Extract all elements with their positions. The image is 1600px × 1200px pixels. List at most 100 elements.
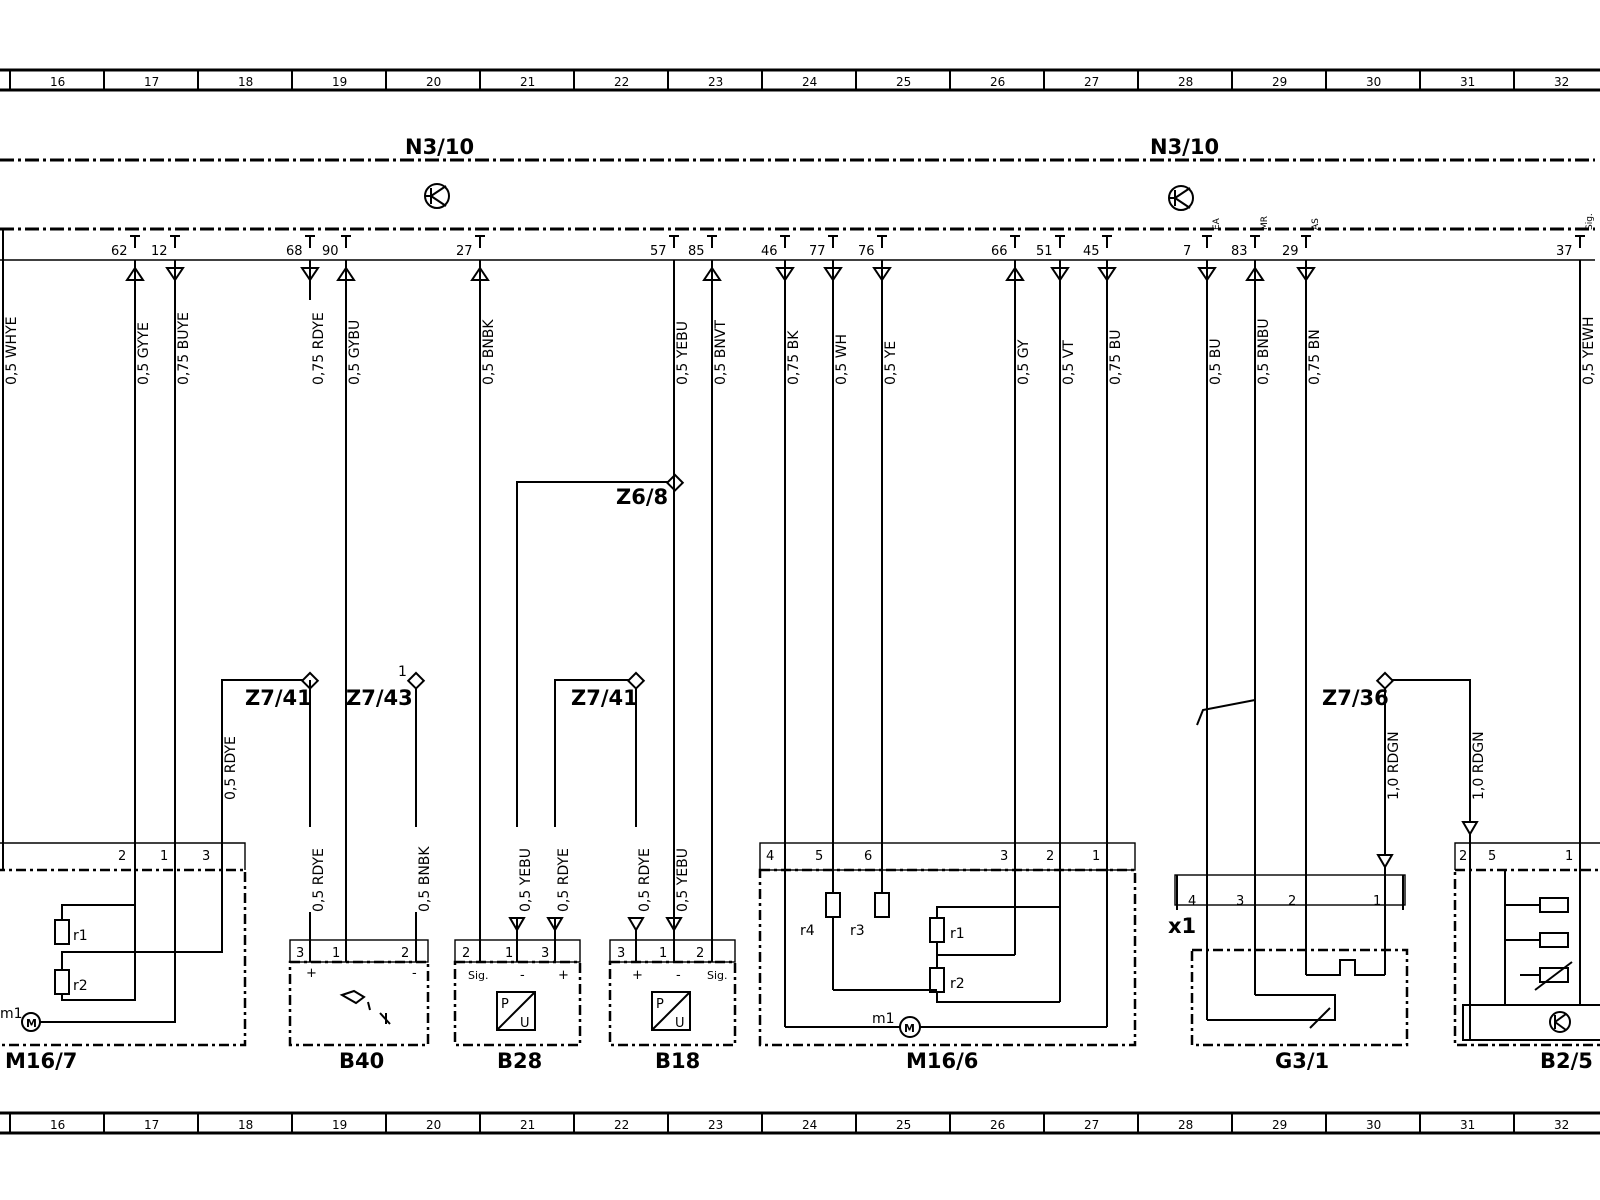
- grid-column-label: 20: [426, 1118, 441, 1132]
- svg-text:12: 12: [151, 244, 168, 259]
- resistor-icon: [1539, 967, 1569, 983]
- resistor-icon: [54, 969, 70, 995]
- svg-text:M16/6: M16/6: [906, 1049, 978, 1073]
- svg-text:1: 1: [1092, 849, 1100, 864]
- svg-text:3: 3: [1000, 849, 1008, 864]
- svg-text:+: +: [306, 966, 317, 981]
- transistor-icon: [1549, 1011, 1571, 1033]
- svg-text:x1: x1: [1168, 914, 1196, 938]
- svg-text:U: U: [520, 1016, 530, 1031]
- grid-column-label: 16: [50, 75, 65, 89]
- connector-pin-68: 680,75 RDYE: [286, 235, 327, 385]
- grid-column-label: 27: [1084, 1118, 1099, 1132]
- resistor-icon: [874, 892, 890, 918]
- svg-text:1: 1: [160, 849, 168, 864]
- grid-column-label: 20: [426, 75, 441, 89]
- grid-column-label: 30: [1366, 75, 1381, 89]
- svg-text:3: 3: [202, 849, 210, 864]
- connector-pin-90: 90 0,5 GYBU: [322, 235, 363, 385]
- wire-label: 0,5 GYYE: [136, 322, 152, 385]
- connector-pin-27: 270,5 BNBK: [456, 235, 497, 385]
- svg-text:1: 1: [332, 946, 340, 961]
- svg-text:G3/1: G3/1: [1275, 1049, 1329, 1073]
- connector-pin-51: 51 0,5 VT: [1036, 235, 1077, 385]
- grid-column-label: 30: [1366, 1118, 1381, 1132]
- svg-text:Sig.: Sig.: [468, 969, 489, 982]
- connector-pin-45: 450,75 BU: [1083, 235, 1124, 385]
- connector-pin-12: 120,75 BUYE: [151, 235, 192, 385]
- wire-label: 0,75 BU: [1108, 330, 1124, 385]
- svg-text:2: 2: [1046, 849, 1054, 864]
- svg-text:MR: MR: [1260, 216, 1270, 230]
- grid-column-label: 31: [1460, 1118, 1475, 1132]
- grid-column-label: 26: [990, 1118, 1005, 1132]
- svg-text:+: +: [632, 968, 643, 983]
- svg-text:1: 1: [398, 664, 407, 680]
- svg-text:EA: EA: [1212, 217, 1222, 230]
- connector-pin-66: 660,5 GY: [991, 235, 1032, 385]
- svg-text:4: 4: [1188, 894, 1196, 909]
- svg-text:51: 51: [1036, 244, 1053, 259]
- svg-text:M: M: [26, 1017, 37, 1030]
- svg-text:2: 2: [401, 946, 409, 961]
- wire-label: 0,5 VT: [1061, 340, 1077, 385]
- svg-text:5: 5: [1488, 849, 1496, 864]
- svg-text:1: 1: [659, 946, 667, 961]
- svg-text:r2: r2: [950, 976, 965, 992]
- grid-column-label: 27: [1084, 75, 1099, 89]
- wire-label: 0,75 BK: [786, 330, 802, 385]
- svg-text:r2: r2: [73, 978, 88, 994]
- control-unit-label-2: N3/10: [1150, 135, 1219, 159]
- component-b28: 2 1 3 Sig. - + P U B28: [453, 270, 582, 1073]
- svg-text:-: -: [412, 966, 417, 981]
- grid-column-label: 29: [1272, 75, 1287, 89]
- svg-text:B28: B28: [497, 1049, 542, 1073]
- connector-pin-76: 760,5 YE: [858, 235, 899, 385]
- svg-text:M: M: [904, 1022, 915, 1035]
- resistor-icon: [929, 917, 945, 943]
- svg-text:6: 6: [864, 849, 872, 864]
- grid-column-label: 32: [1554, 75, 1569, 89]
- resistor-icon: [1539, 932, 1569, 948]
- grid-column-label: 24: [802, 1118, 817, 1132]
- connector-pin-77: 770,5 WH: [809, 235, 850, 385]
- wire-label: 0,5 RDYE: [223, 736, 239, 800]
- grid-column-label: 22: [614, 75, 629, 89]
- transistor-icon: [1168, 185, 1194, 211]
- svg-text:3: 3: [1236, 894, 1244, 909]
- splice-z6-8: Z6/8: [516, 473, 685, 827]
- wire-label: 0,5 BNBU: [1256, 318, 1272, 385]
- wire-label: 0,5 GY: [1016, 339, 1032, 385]
- svg-text:37: 37: [1556, 244, 1573, 259]
- svg-text:27: 27: [456, 244, 473, 259]
- wire-label: 1,0 RDGN: [1386, 731, 1402, 800]
- grid-column-label: 29: [1272, 1118, 1287, 1132]
- grid-column-label: 18: [238, 1118, 253, 1132]
- wire-label: 0,5 BNVT: [713, 320, 729, 385]
- component-m16-6: 4 5 6 3 2 1 M r4 r3 r1 r2 m1 M16/6: [758, 270, 1137, 1073]
- svg-text:r1: r1: [950, 926, 965, 942]
- svg-text:29: 29: [1282, 244, 1299, 259]
- wire-label: 0,5 RDYE: [311, 848, 327, 912]
- component-g3-1: x1 4 3 2 1 G3/1: [1168, 270, 1409, 1073]
- svg-text:1: 1: [1373, 894, 1381, 909]
- resistor-icon: [1539, 897, 1569, 913]
- svg-text:90: 90: [322, 244, 339, 259]
- grid-column-label: 17: [144, 75, 159, 89]
- svg-text:Sig.: Sig.: [707, 969, 728, 982]
- svg-text:4: 4: [766, 849, 774, 864]
- svg-text:Z7/36: Z7/36: [1322, 686, 1389, 710]
- wire-label: 0,5 GYBU: [347, 320, 363, 385]
- svg-text:2: 2: [118, 849, 126, 864]
- svg-text:62: 62: [111, 244, 128, 259]
- connector-pin-57: 570,5 YEBU: [650, 235, 691, 482]
- oil-level-icon: [339, 989, 391, 1025]
- wire-label: 0,5 WH: [834, 334, 850, 385]
- grid-column-label: 25: [896, 1118, 911, 1132]
- svg-text:46: 46: [761, 244, 778, 259]
